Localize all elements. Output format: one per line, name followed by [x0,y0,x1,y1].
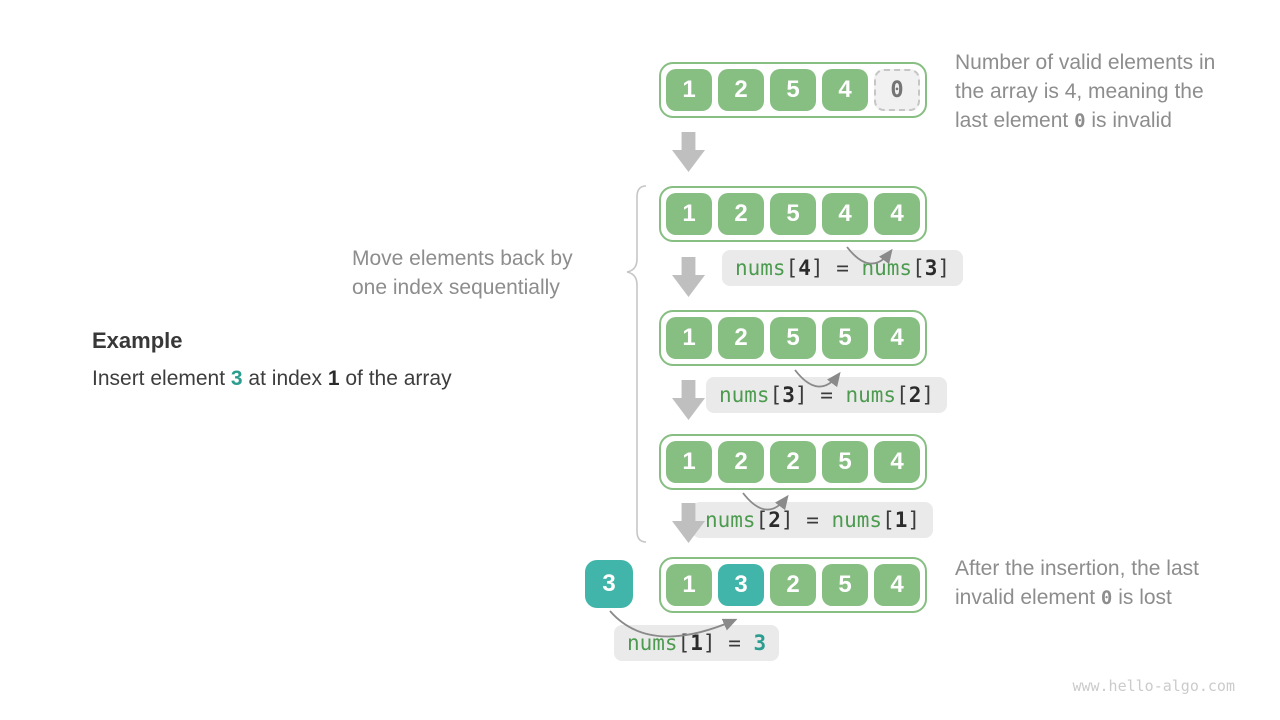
text-part: = [793,508,832,532]
text-part: invalid element [955,586,1101,609]
text-part: ] [921,383,935,407]
text-part: 1 [327,367,340,390]
text-part: Move elements back by [352,247,573,270]
down-arrow-icon [672,380,705,420]
text-part: 2 [908,383,922,407]
text-part: [ [882,508,895,532]
text-part: nums [705,508,756,532]
array-cell: 4 [874,564,920,606]
text-part: nums [831,508,883,532]
text-part: [ [677,631,691,655]
text-part: 3 [230,367,243,390]
text-part: nums [735,256,786,280]
code-label-nums4: nums[4] = nums[3] [722,250,964,286]
text-part: [ [896,383,909,407]
text-part: Insert element [92,367,231,390]
array-cell: 5 [770,193,816,235]
text-part: nums [719,383,770,407]
text-part: 2 [768,508,781,532]
code-label-nums2: nums[2] = nums[1] [692,502,934,538]
text-part: one index sequentially [352,276,560,299]
array-cell: 4 [874,441,920,483]
text-part: 3 [753,631,767,655]
text-part: 3 [782,383,795,407]
text-part: is invalid [1085,109,1172,132]
text-part: last element [955,109,1075,132]
text-part: ] [780,508,794,532]
text-part: ] [907,508,921,532]
text-part: ] [702,631,716,655]
text-part: [ [769,383,783,407]
array-cell: 4 [822,69,868,111]
text-part: Number of valid elements in [955,51,1216,74]
annotation-valid-elements: Number of valid elements in the array is … [955,48,1215,136]
example-heading: Example [92,328,183,353]
text-part: the array is 4, meaning the [955,80,1204,103]
array-cell: 2 [718,441,764,483]
text-part: 0 [1074,110,1086,132]
array-cell: 2 [718,193,764,235]
array-cell: 2 [770,441,816,483]
array-cell: 2 [718,317,764,359]
text-part: = [715,631,754,655]
code-label-nums1: nums[1] = 3 [614,625,780,661]
text-part: nums [845,383,897,407]
array-cell-invalid: 0 [874,69,920,111]
array-cell: 5 [770,69,816,111]
text-part: of the array [339,367,452,390]
inserted-element-cell: 3 [585,560,633,608]
array-cell: 1 [666,441,712,483]
text-part: 1 [690,631,703,655]
text-part: = [807,383,846,407]
array-cell: 4 [874,193,920,235]
array-cell: 4 [874,317,920,359]
array-cell: 5 [770,317,816,359]
text-part: = [823,256,862,280]
text-part: [ [755,508,769,532]
array-cell: 3 [718,564,764,606]
text-part: ] [937,256,951,280]
text-part: [ [785,256,799,280]
array-cell: 5 [822,317,868,359]
array-cell: 1 [666,564,712,606]
example-sentence: Insert element 3 at index 1 of the array [92,367,452,391]
text-part: ] [810,256,824,280]
text-part: is lost [1112,586,1172,609]
text-part: [ [912,256,925,280]
text-part: nums [861,256,913,280]
text-part: ] [794,383,808,407]
code-label-nums3: nums[3] = nums[2] [706,377,948,413]
text-part: 0 [1100,587,1113,609]
array-cell: 1 [666,193,712,235]
array-cell: 2 [718,69,764,111]
text-part: After the insertion, the last [955,557,1199,580]
text-part: at index [242,367,328,390]
array-cell: 1 [666,69,712,111]
text-part: 4 [798,256,811,280]
array-cell: 2 [770,564,816,606]
array-cell: 1 [666,317,712,359]
watermark: www.hello-algo.com [1072,677,1235,695]
down-arrow-icon [672,132,705,172]
annotation-after-insertion: After the insertion, the last invalid ele… [955,554,1199,613]
down-arrow-icon [672,257,705,297]
text-part: 1 [894,508,908,532]
annotation-move-elements: Move elements back by one index sequentia… [352,244,573,302]
array-cell: 4 [822,193,868,235]
text-part: nums [627,631,678,655]
curly-brace [626,185,647,543]
text-part: 3 [924,256,938,280]
array-cell: 5 [822,564,868,606]
array-cell: 5 [822,441,868,483]
